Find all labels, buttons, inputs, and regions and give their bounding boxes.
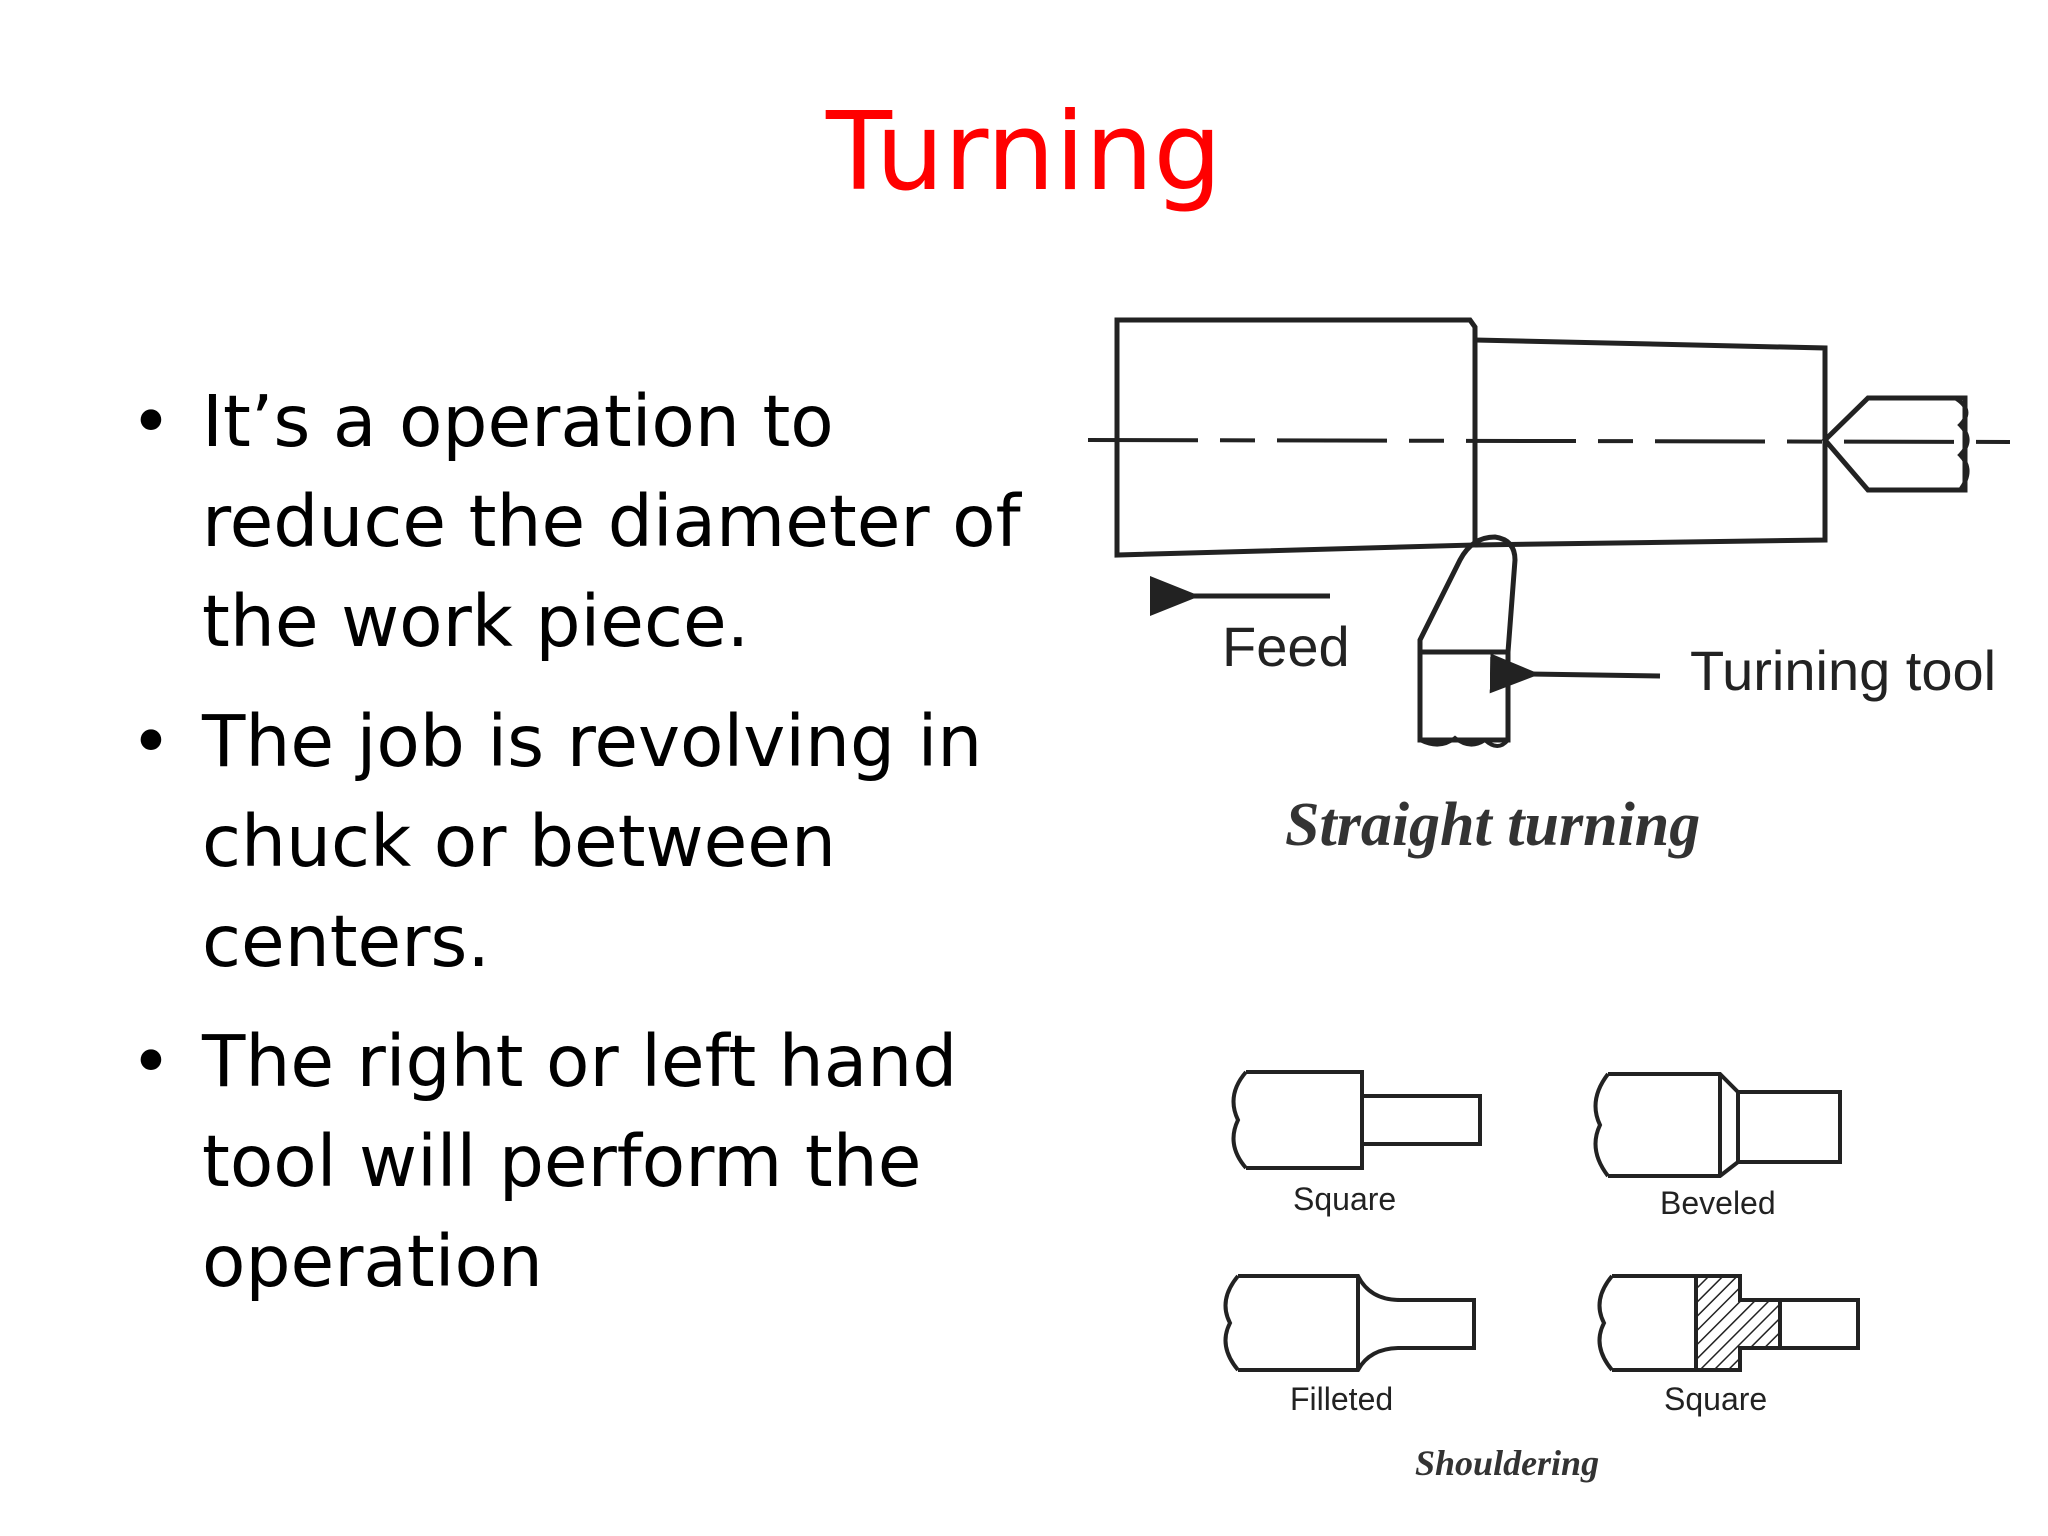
tool-label: Turining tool (1690, 639, 1996, 702)
shoulder-label-square: Square (1293, 1181, 1396, 1217)
bullet-list: • It’s a operation to reduce the diamete… (122, 372, 1082, 1332)
straight-turning-diagram (1087, 317, 2011, 748)
slide-title: Turning (826, 90, 1222, 215)
workpiece-reduced-section (1474, 337, 1828, 548)
bullet-dot-icon: • (130, 700, 172, 783)
tool-pointer-arrow (1489, 653, 1661, 694)
bullet-text: The right or left hand tool will perform… (202, 1020, 958, 1303)
bullet-dot-icon: • (130, 1020, 172, 1103)
bullet-dot-icon: • (130, 380, 172, 463)
shoulder-square-hatched-diagram (1597, 1274, 1860, 1372)
straight-turning-caption: Straight turning (1285, 791, 1700, 859)
shoulder-filleted-diagram (1223, 1274, 1476, 1372)
turning-tool (1417, 534, 1518, 743)
center-line (1087, 438, 2011, 444)
feed-label: Feed (1222, 615, 1350, 678)
shoulder-label-beveled: Beveled (1660, 1185, 1776, 1221)
bullet-text: The job is revolving in chuck or between… (202, 700, 983, 983)
shoulder-label-square-2: Square (1664, 1381, 1767, 1417)
bullet-text: It’s a operation to reduce the diameter … (202, 380, 1021, 663)
bullet-item: • The right or left hand tool will perfo… (122, 1012, 1082, 1312)
shoulder-label-filleted: Filleted (1290, 1381, 1393, 1417)
shouldering-caption: Shouldering (1415, 1443, 1599, 1483)
bullet-item: • It’s a operation to reduce the diamete… (122, 372, 1082, 672)
shoulder-beveled-diagram (1593, 1072, 1842, 1178)
shoulder-square-diagram (1231, 1070, 1482, 1170)
tailstock-center (1821, 395, 1968, 493)
workpiece-large-section (1114, 317, 1478, 558)
bullet-item: • The job is revolving in chuck or betwe… (122, 692, 1082, 992)
